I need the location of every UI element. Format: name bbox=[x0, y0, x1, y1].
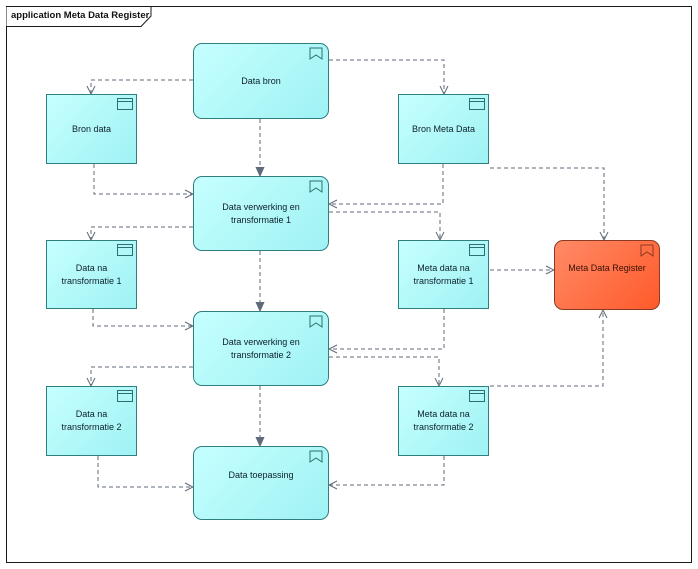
process-icon bbox=[640, 244, 654, 257]
node-label: Data bron bbox=[241, 75, 281, 86]
connector-metadatana2-toepassing bbox=[329, 456, 445, 485]
node-label: Meta Data Register bbox=[568, 262, 646, 273]
node-bron-data[interactable]: Bron data bbox=[46, 94, 137, 164]
artifact-icon bbox=[117, 98, 133, 110]
node-data-na-transformatie-2[interactable]: Data na transformatie 2 bbox=[46, 386, 137, 456]
node-data-na-transformatie-1[interactable]: Data na transformatie 1 bbox=[46, 240, 137, 309]
connector-datana2-toepassing bbox=[97, 456, 193, 487]
process-icon bbox=[309, 47, 323, 60]
artifact-icon bbox=[117, 244, 133, 256]
connector-brondata-verwerking1 bbox=[93, 164, 193, 194]
frame-tab-shape bbox=[6, 6, 152, 27]
diagram-title: application Meta Data Register bbox=[11, 10, 150, 21]
node-meta-data-na-transformatie-2[interactable]: Meta data na transformatie 2 bbox=[398, 386, 489, 456]
node-bron-meta-data[interactable]: Bron Meta Data bbox=[398, 94, 489, 164]
node-label: Bron data bbox=[71, 123, 112, 134]
connector-databron-bronmetadata bbox=[329, 59, 444, 94]
node-data-verwerking-2[interactable]: Data verwerking en transformatie 2 bbox=[193, 311, 329, 386]
node-label: Meta data na transformatie 1 bbox=[413, 262, 474, 286]
process-icon bbox=[309, 450, 323, 463]
process-icon bbox=[309, 315, 323, 328]
node-label: Data na transformatie 2 bbox=[61, 409, 122, 432]
node-label: Bron Meta Data bbox=[411, 123, 476, 134]
connector-verwerking1-metadatana1 bbox=[329, 211, 440, 240]
artifact-icon bbox=[117, 390, 133, 402]
node-label: Data na transformatie 1 bbox=[61, 262, 122, 286]
node-label: Meta data na transformatie 2 bbox=[413, 409, 474, 432]
node-label: Data verwerking en transformatie 1 bbox=[222, 201, 300, 225]
connector-bronmetadata-verwerking1 bbox=[329, 164, 444, 204]
connector-datana1-verwerking2 bbox=[92, 309, 193, 326]
node-label: Data toepassing bbox=[228, 469, 294, 480]
node-data-bron[interactable]: Data bron bbox=[193, 43, 329, 119]
connector-metadatana2-register bbox=[490, 310, 603, 387]
connector-metadatana1-verwerking2 bbox=[329, 309, 445, 349]
connector-verwerking1-datana1 bbox=[91, 226, 193, 240]
node-data-verwerking-1[interactable]: Data verwerking en transformatie 1 bbox=[193, 176, 329, 251]
node-meta-data-register[interactable]: Meta Data Register bbox=[554, 240, 660, 310]
artifact-icon bbox=[469, 98, 485, 110]
node-meta-data-na-transformatie-1[interactable]: Meta data na transformatie 1 bbox=[398, 240, 489, 309]
connector-verwerking2-datana2 bbox=[91, 366, 193, 386]
connector-databron-brondata bbox=[91, 79, 193, 94]
connector-bronmetadata-register bbox=[490, 167, 604, 240]
artifact-icon bbox=[469, 244, 485, 256]
connector-verwerking2-metadatana2 bbox=[329, 356, 439, 386]
process-icon bbox=[309, 180, 323, 193]
node-label: Data verwerking en transformatie 2 bbox=[222, 336, 300, 360]
artifact-icon bbox=[469, 390, 485, 402]
node-data-toepassing[interactable]: Data toepassing bbox=[193, 446, 329, 520]
